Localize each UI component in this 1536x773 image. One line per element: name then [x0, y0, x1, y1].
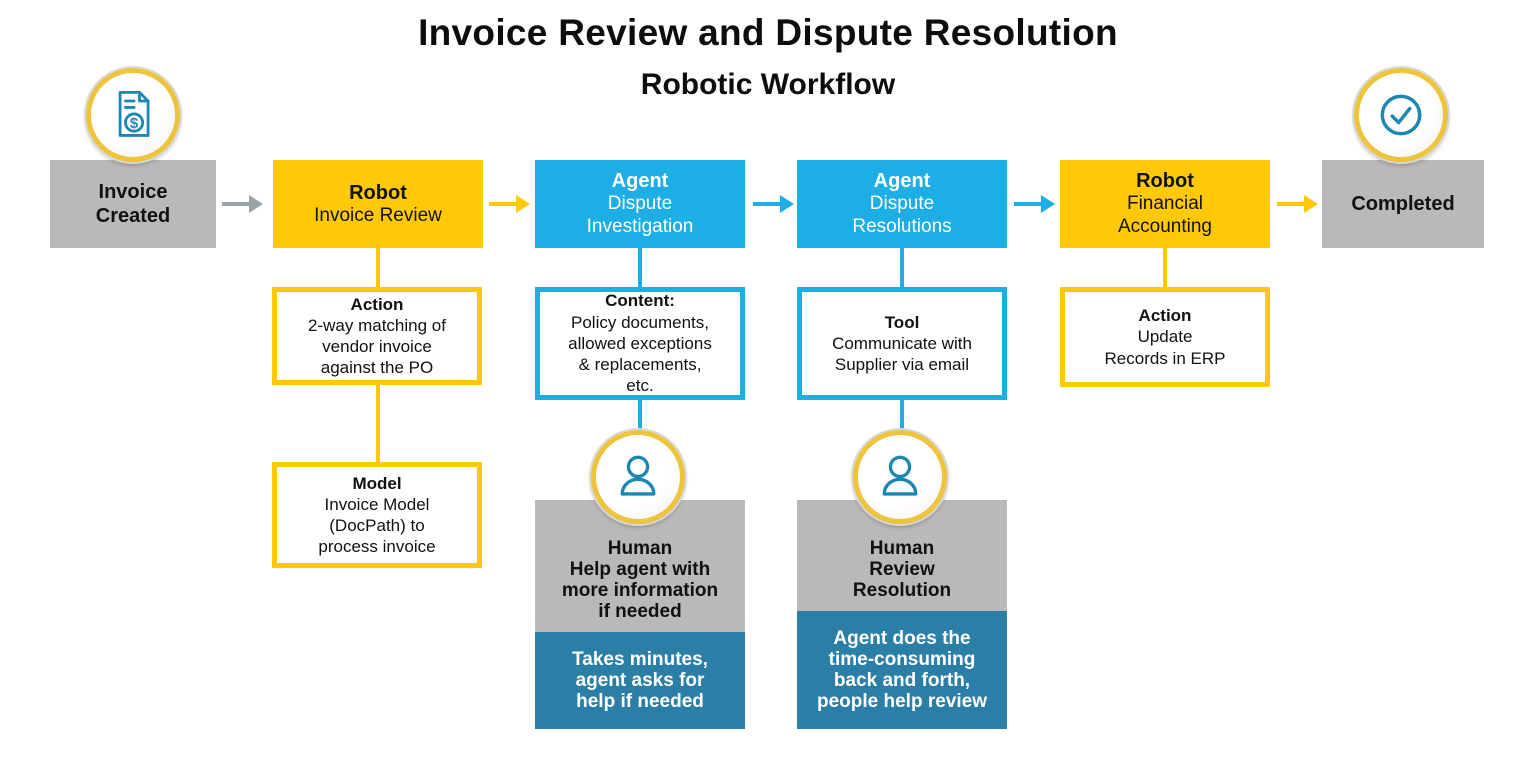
human-card-note: Takes minutes, agent asks for help if ne… [535, 632, 745, 729]
step-task: Invoice Review [314, 204, 442, 226]
human-card-heading: Human [869, 538, 935, 559]
human-card-help-agent: Human Help agent with more information i… [535, 500, 745, 729]
detail-body: Communicate with Supplier via email [832, 333, 972, 375]
human-card-heading: Human [607, 538, 673, 559]
connector-line [376, 248, 380, 287]
step-robot-financial-accounting: Robot Financial Accounting [1060, 160, 1270, 248]
connector-line [900, 248, 904, 287]
detail-body: Update Records in ERP [1104, 327, 1226, 368]
person-glyph-icon [620, 455, 656, 496]
check-icon [1380, 94, 1422, 136]
human-card-review-resolution: Human Review Resolution Agent does the t… [797, 500, 1007, 729]
detail-body: 2-way matching of vendor invoice against… [308, 315, 446, 378]
check-circle-icon [1354, 68, 1448, 162]
detail-body: Invoice Model (DocPath) to process invoi… [318, 494, 436, 557]
flow-arrow-icon [1014, 195, 1055, 213]
detail-box-content: Content: Policy documents, allowed excep… [535, 287, 745, 400]
detail-heading: Model [352, 473, 402, 493]
connector-line [638, 248, 642, 287]
detail-box-tool: Tool Communicate with Supplier via email [797, 287, 1007, 400]
step-task: Financial Accounting [1117, 193, 1212, 237]
detail-heading: Content: [605, 291, 675, 311]
step-task: Dispute Resolutions [852, 193, 952, 237]
step-task: Dispute Investigation [586, 193, 694, 237]
step-role: Agent [611, 170, 669, 193]
human-card-description: Help agent with more information if need… [561, 559, 719, 622]
invoice-document-icon: $ [118, 90, 150, 137]
connector-line [376, 385, 380, 462]
detail-body: Policy documents, allowed exceptions & r… [568, 312, 712, 396]
step-agent-dispute-resolutions: Agent Dispute Resolutions [797, 160, 1007, 248]
step-agent-dispute-investigation: Agent Dispute Investigation [535, 160, 745, 248]
detail-heading: Tool [884, 312, 920, 332]
connector-line [638, 400, 642, 436]
flow-arrow-icon [753, 195, 794, 213]
detail-box-action-matching: Action 2-way matching of vendor invoice … [272, 287, 482, 385]
flow-arrow-icon [222, 195, 263, 213]
connector-line [900, 400, 904, 436]
person-icon [591, 430, 685, 524]
diagram-title: Invoice Review and Dispute Resolution [418, 12, 1118, 53]
human-card-note: Agent does the time-consuming back and f… [797, 611, 1007, 729]
node-completed: Completed [1322, 160, 1484, 248]
detail-heading: Action [1138, 306, 1192, 326]
step-robot-invoice-review: Robot Invoice Review [273, 160, 483, 248]
detail-box-model: Model Invoice Model (DocPath) to process… [272, 462, 482, 568]
person-glyph-icon [882, 455, 918, 496]
detail-heading: Action [350, 294, 404, 314]
person-icon [853, 430, 947, 524]
dollar-glyph: $ [130, 115, 139, 132]
diagram-subtitle: Robotic Workflow [640, 68, 896, 101]
step-role: Agent [873, 170, 931, 193]
flow-arrow-icon [489, 195, 530, 213]
step-role: Robot [349, 181, 407, 204]
invoice-dollar-icon: $ [86, 68, 180, 162]
node-invoice-created: Invoice Created [50, 160, 216, 248]
step-role: Robot [1136, 170, 1194, 193]
connector-line [1163, 248, 1167, 287]
detail-box-action-erp: Action Update Records in ERP [1060, 287, 1270, 387]
human-card-description: Review Resolution [852, 559, 952, 601]
flow-arrow-icon [1277, 195, 1318, 213]
